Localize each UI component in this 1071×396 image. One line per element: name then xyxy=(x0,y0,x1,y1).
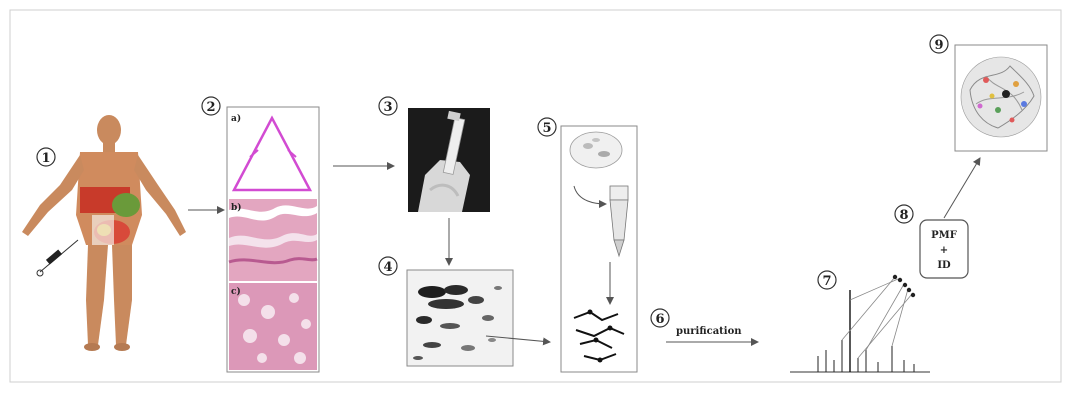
2d-gel-image xyxy=(406,269,514,367)
svg-text:8: 8 xyxy=(899,208,908,223)
svg-text:2: 2 xyxy=(206,100,215,115)
sample-tube-photo xyxy=(408,108,490,212)
spot-digestion-panel xyxy=(560,125,638,373)
svg-text:9: 9 xyxy=(934,38,943,53)
svg-text:5: 5 xyxy=(542,121,551,136)
svg-text:4: 4 xyxy=(383,260,392,275)
step-5-marker: 5 xyxy=(537,117,557,137)
svg-text:7: 7 xyxy=(822,274,831,289)
step-4-marker: 4 xyxy=(378,256,398,276)
mass-spectrum xyxy=(790,274,930,373)
tissue-panel: a) b) c) xyxy=(226,106,320,373)
purification-label: purification xyxy=(676,326,742,337)
human-body-figure xyxy=(22,115,186,351)
panel-label-b: b) xyxy=(231,202,242,213)
step-1-marker: 1 xyxy=(36,147,56,167)
svg-text:3: 3 xyxy=(383,100,392,115)
figure-frame xyxy=(9,9,1062,383)
step-3-marker: 3 xyxy=(378,96,398,116)
arrow-8-to-9 xyxy=(943,157,981,219)
svg-text:6: 6 xyxy=(655,312,664,327)
step-6-marker: 6 xyxy=(650,308,670,328)
step-8-marker: 8 xyxy=(894,204,914,224)
syringe-icon xyxy=(36,239,79,277)
svg-text:+: + xyxy=(940,245,948,256)
stomach-organ xyxy=(112,193,140,217)
panel-label-a: a) xyxy=(231,113,241,124)
svg-text:ID: ID xyxy=(937,260,951,271)
protein-structure-image xyxy=(954,44,1048,152)
step-7-marker: 7 xyxy=(817,270,837,290)
panel-label-c: c) xyxy=(231,286,241,297)
svg-text:1: 1 xyxy=(41,151,50,166)
svg-text:PMF: PMF xyxy=(931,230,957,241)
pmf-id-box: PMF + ID xyxy=(919,219,969,279)
arrow-4-to-5 xyxy=(485,335,551,346)
step-9-marker: 9 xyxy=(929,34,949,54)
step-2-marker: 2 xyxy=(201,96,221,116)
